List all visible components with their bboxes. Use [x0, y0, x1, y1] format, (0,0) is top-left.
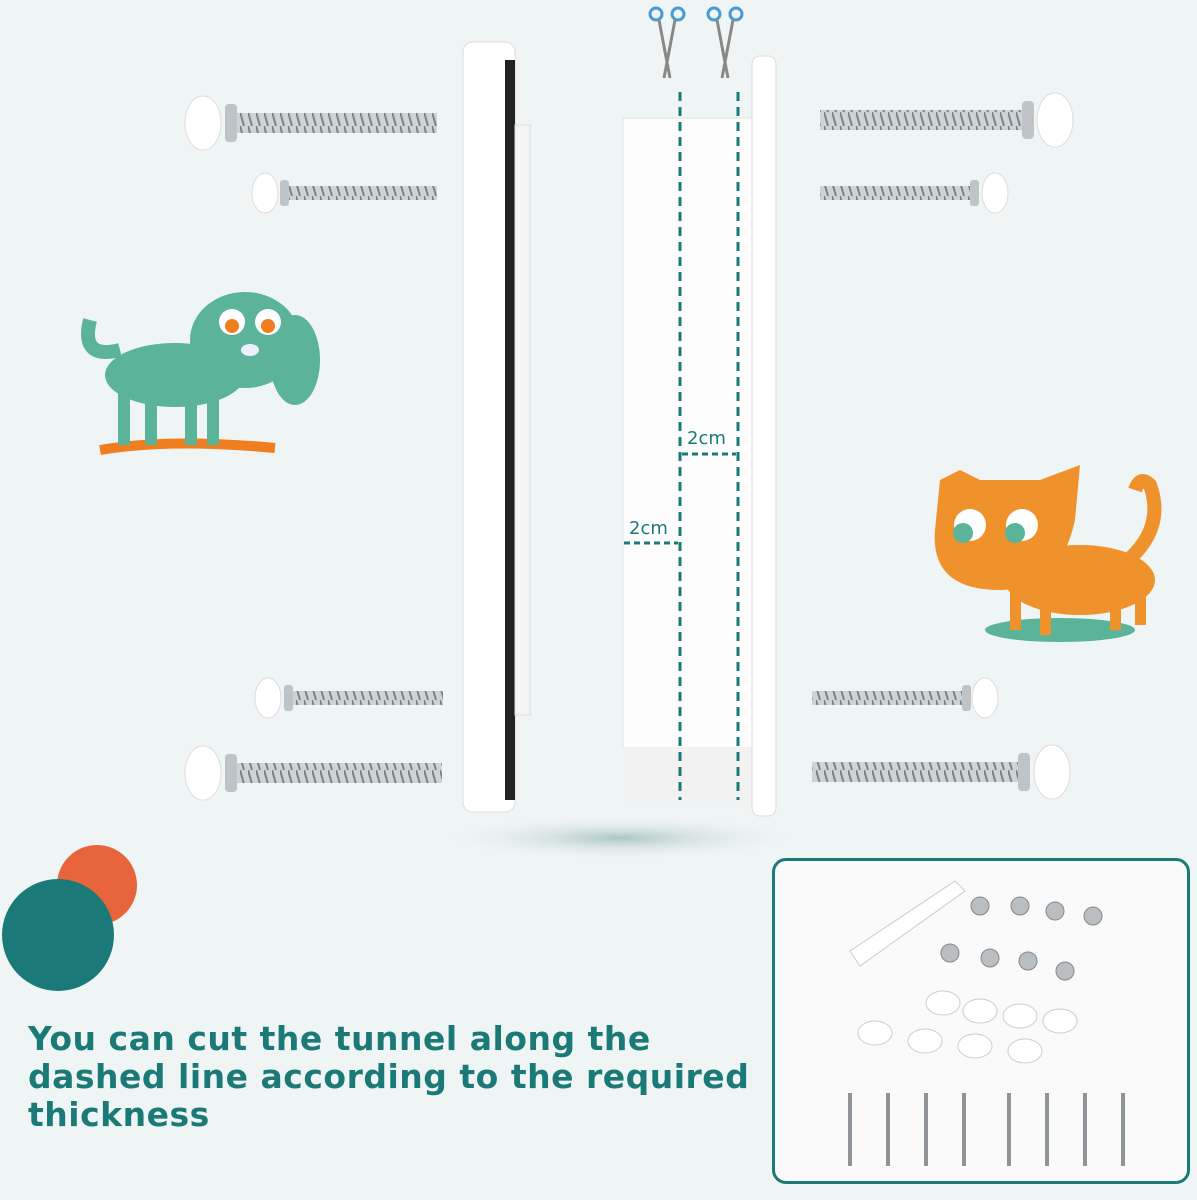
teal-dot	[2, 879, 114, 991]
accessory-kit-photo	[772, 858, 1190, 1184]
scissors-icon	[706, 6, 744, 79]
shadow	[440, 816, 800, 860]
dog-illustration	[81, 292, 320, 455]
dimension-label-outer: 2cm	[629, 518, 668, 539]
scissors-icon	[648, 6, 686, 79]
caption-text: You can cut the tunnel along the dashed …	[28, 1019, 750, 1134]
kit-contents	[848, 880, 1125, 1166]
dimension-label-inner: 2cm	[687, 428, 726, 449]
screws	[184, 92, 1074, 801]
door-frame-outer	[462, 41, 531, 813]
cat-illustration	[934, 465, 1162, 642]
door-frame-tunnel	[622, 55, 777, 817]
